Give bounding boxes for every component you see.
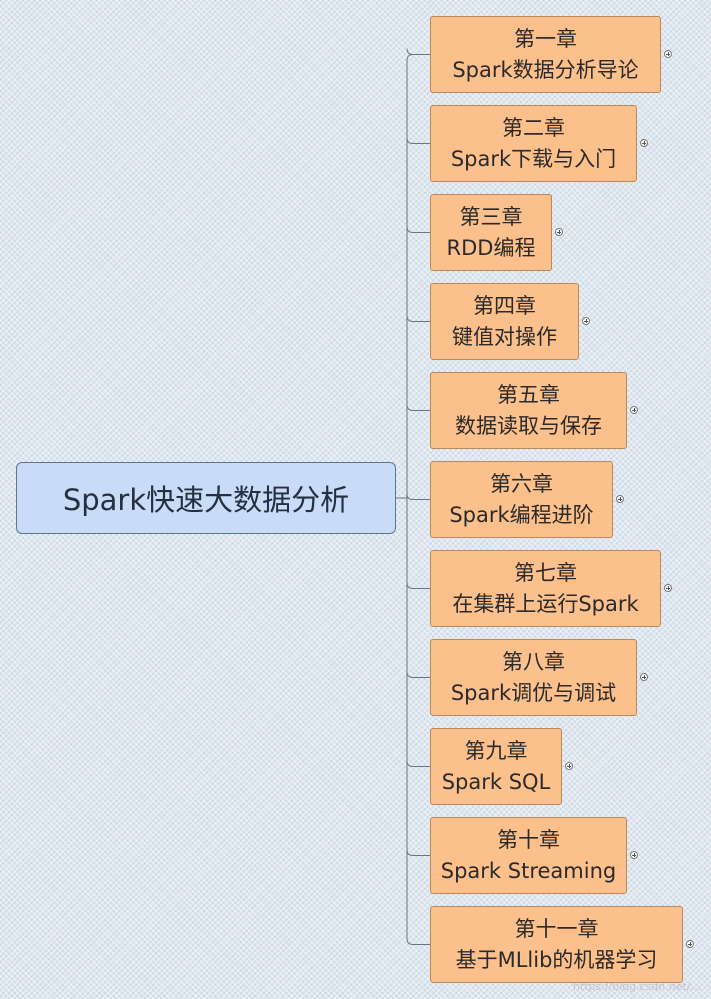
- chapter-node-3[interactable]: 第三章 RDD编程: [430, 194, 552, 271]
- chapter-node-10[interactable]: 第十章 Spark Streaming: [430, 817, 627, 894]
- expand-plus-icon[interactable]: [686, 940, 694, 948]
- chapter-node-1[interactable]: 第一章 Spark数据分析导论: [430, 16, 661, 93]
- chapter-number-label: 第四章: [473, 293, 536, 318]
- chapter-node-5[interactable]: 第五章数据读取与保存: [430, 372, 627, 449]
- chapter-title-label: Spark数据分析导论: [452, 57, 639, 82]
- chapter-title-label: Spark下载与入门: [450, 146, 617, 171]
- branch-connector: [406, 582, 430, 589]
- chapter-node-8[interactable]: 第八章 Spark调优与调试: [430, 639, 637, 716]
- chapter-number-label: 第十章: [497, 827, 560, 852]
- expand-plus-icon[interactable]: [565, 762, 573, 770]
- expand-plus-icon[interactable]: [640, 673, 648, 681]
- chapter-title-label: 键值对操作: [452, 324, 557, 349]
- branch-connector: [406, 404, 430, 411]
- chapter-title-label: RDD编程: [446, 235, 536, 260]
- chapter-node-4[interactable]: 第四章键值对操作: [430, 283, 579, 360]
- chapter-node-9[interactable]: 第九章 Spark SQL: [430, 728, 562, 805]
- chapter-title-label: 数据读取与保存: [455, 413, 602, 438]
- chapter-number-label: 第二章: [502, 115, 565, 140]
- branch-connector: [406, 48, 430, 55]
- chapter-number-label: 第六章: [490, 471, 553, 496]
- expand-plus-icon[interactable]: [664, 584, 672, 592]
- branch-connector: [406, 938, 430, 945]
- branch-connector: [406, 226, 430, 233]
- expand-plus-icon[interactable]: [664, 50, 672, 58]
- chapter-number-label: 第十一章: [514, 916, 599, 941]
- watermark: https://blog.csdn.net/...: [572, 980, 701, 993]
- chapter-node-11[interactable]: 第十一章基于MLlib的机器学习: [430, 906, 683, 983]
- root-topic[interactable]: Spark快速大数据分析: [16, 462, 396, 534]
- chapter-title-label: 在集群上运行Spark: [452, 591, 639, 616]
- expand-plus-icon[interactable]: [555, 228, 563, 236]
- chapter-title-label: Spark调优与调试: [450, 680, 617, 705]
- branch-connector: [406, 137, 430, 144]
- chapter-number-label: 第八章: [502, 649, 565, 674]
- chapter-title-label: 基于MLlib的机器学习: [455, 947, 658, 972]
- root-topic-label: Spark快速大数据分析: [62, 483, 350, 517]
- chapter-title-label: Spark编程进阶: [449, 502, 594, 527]
- chapter-title-label: Spark SQL: [441, 769, 551, 794]
- expand-plus-icon[interactable]: [630, 851, 638, 859]
- chapter-node-7[interactable]: 第七章在集群上运行Spark: [430, 550, 661, 627]
- expand-plus-icon[interactable]: [630, 406, 638, 414]
- branch-connector: [406, 315, 430, 322]
- trunk-connector: [406, 54, 414, 939]
- branch-connector: [406, 760, 430, 767]
- branch-connector: [406, 671, 430, 678]
- chapter-number-label: 第九章: [464, 738, 528, 763]
- chapter-number-label: 第三章: [459, 204, 523, 229]
- chapter-title-label: Spark Streaming: [440, 858, 617, 883]
- chapter-number-label: 第七章: [514, 560, 577, 585]
- expand-plus-icon[interactable]: [616, 495, 624, 503]
- branch-connector: [406, 493, 430, 500]
- chapter-node-2[interactable]: 第二章 Spark下载与入门: [430, 105, 637, 182]
- expand-plus-icon[interactable]: [640, 139, 648, 147]
- chapter-number-label: 第五章: [497, 382, 560, 407]
- chapter-node-6[interactable]: 第六章 Spark编程进阶: [430, 461, 613, 538]
- expand-plus-icon[interactable]: [582, 317, 590, 325]
- branch-connector: [406, 849, 430, 856]
- chapter-number-label: 第一章: [514, 26, 577, 51]
